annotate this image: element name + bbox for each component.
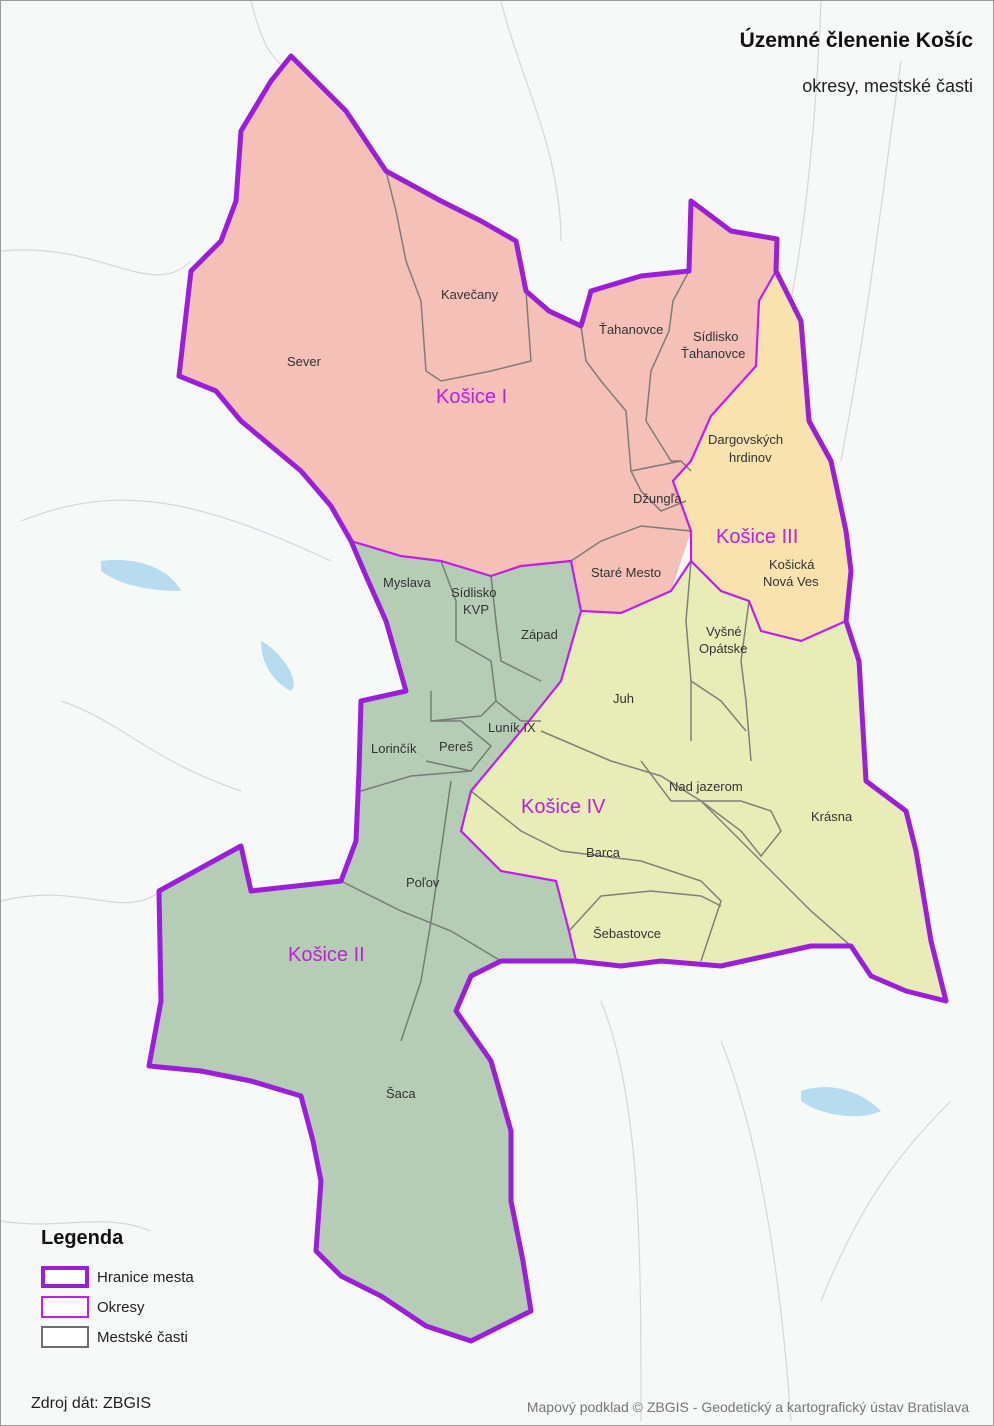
- legend-item-districts: Okresy: [41, 1292, 261, 1322]
- part-label-dargovskych-hrdinov: Dargovských hrdinov: [708, 432, 787, 465]
- legend-label: Hranice mesta: [97, 1268, 194, 1286]
- basemap-water: [101, 560, 881, 1117]
- legend-item-city-boundary: Hranice mesta: [41, 1262, 261, 1292]
- district-label-kosice-iv: Košice IV: [521, 796, 606, 818]
- part-label-saca: Šaca: [386, 1086, 416, 1101]
- district-label-kosice-ii: Košice II: [288, 944, 365, 966]
- legend-swatch-districts: [41, 1296, 89, 1318]
- part-label-kosicka-nova-ves: Košická Nová Ves: [763, 557, 819, 589]
- part-label-barca: Barca: [586, 845, 621, 860]
- part-label-lorincik: Lorinčík: [371, 741, 417, 756]
- map-title: Územné členenie Košíc: [739, 29, 973, 52]
- part-label-zapad: Západ: [521, 627, 558, 642]
- part-label-vysne-opatske: Vyšné Opátske: [699, 624, 747, 656]
- part-label-peres: Pereš: [439, 739, 473, 754]
- part-label-sidlisko-kvp: Sídlisko KVP: [451, 585, 500, 617]
- district-borders: [350, 270, 847, 962]
- legend-label: Mestské časti: [97, 1328, 188, 1346]
- part-label-stare-mesto: Staré Mesto: [591, 565, 661, 580]
- part-label-kavecany: Kavečany: [441, 287, 499, 302]
- city-boundary: [146, 53, 949, 1344]
- legend-swatch-city-parts: [41, 1326, 89, 1348]
- legend-swatch-city-boundary: [41, 1266, 89, 1288]
- district-label-kosice-i: Košice I: [436, 386, 507, 408]
- city-part-labels: Kavečany Sever Ťahanovce Sídlisko Ťahano…: [287, 287, 853, 1101]
- part-label-juh: Juh: [613, 691, 634, 706]
- part-label-lunik-ix: Luník IX: [488, 720, 536, 735]
- part-label-tahanovce: Ťahanovce: [599, 322, 663, 337]
- district-kosice-iv-area[interactable]: [461, 561, 946, 1001]
- district-kosice-ii-area[interactable]: [149, 541, 581, 1341]
- district-label-kosice-iii: Košice III: [716, 526, 798, 548]
- part-label-sever: Sever: [287, 354, 322, 369]
- part-label-sebastovce: Šebastovce: [593, 926, 661, 941]
- part-label-myslava: Myslava: [383, 575, 431, 590]
- basemap-credit: Mapový podklad © ZBGIS - Geodetický a ka…: [526, 1399, 969, 1415]
- legend-title: Legenda: [41, 1227, 124, 1249]
- district-kosice-i-area[interactable]: [179, 56, 777, 613]
- part-label-dzungla: Džungľa: [633, 491, 682, 506]
- map-subtitle: okresy, mestské časti: [802, 76, 973, 96]
- basemap-roads: [1, 1, 952, 1422]
- legend-item-city-parts: Mestské časti: [41, 1322, 261, 1352]
- part-label-sidlisko-tahanovce: Sídlisko Ťahanovce: [681, 329, 745, 361]
- legend: Legenda Hranice mesta Okresy Mestské čas…: [41, 1227, 261, 1367]
- city-part-boundaries: [340, 170, 852, 1042]
- part-label-polov: Poľov: [406, 875, 440, 890]
- legend-label: Okresy: [97, 1298, 145, 1316]
- district-kosice-iii-area[interactable]: [673, 271, 851, 641]
- part-label-krasna: Krásna: [811, 809, 853, 824]
- part-label-nad-jazerom: Nad jazerom: [669, 779, 743, 794]
- data-source: Zdroj dát: ZBGIS: [31, 1395, 152, 1412]
